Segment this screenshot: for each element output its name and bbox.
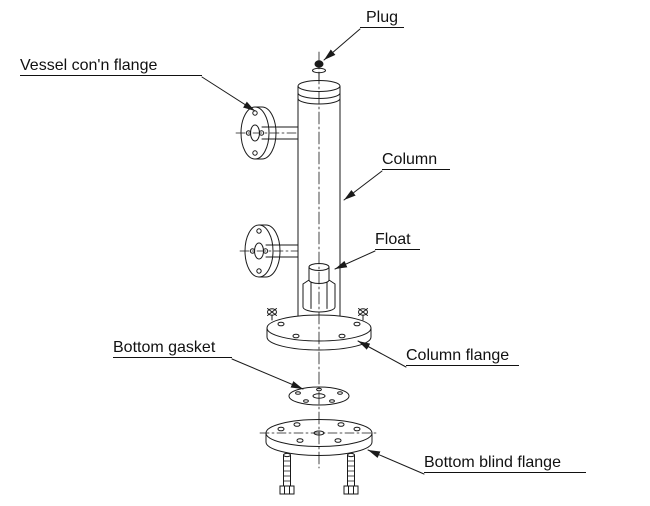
- bolt-shaft-top: [283, 452, 291, 458]
- gasket-outline: [288, 386, 350, 406]
- stud-cross: [358, 308, 368, 321]
- flange-bolt-holes: [277, 422, 361, 443]
- flange-bolt-holes: [245, 110, 265, 156]
- stud-cross: [267, 308, 277, 321]
- float-body: [302, 266, 336, 313]
- bolt-threads: [283, 460, 291, 482]
- vessel-flange-upper: [235, 106, 299, 160]
- column-outline: [297, 85, 341, 317]
- plug-shape: [312, 60, 326, 81]
- leader-vessel-conn-flange: [201, 76, 256, 112]
- flange-thickness: [265, 432, 373, 456]
- label-plug: Plug: [360, 8, 404, 28]
- label-vessel-conn-flange: Vessel con'n flange: [20, 56, 202, 76]
- gasket-bolt-holes: [295, 387, 343, 403]
- flange-center-hole: [313, 430, 325, 436]
- bolt-shaft-top: [347, 452, 355, 458]
- flange-bolt-holes: [277, 321, 361, 339]
- leader-float: [334, 250, 376, 270]
- label-bottom-gasket: Bottom gasket: [113, 338, 232, 358]
- flange-bolt-holes: [249, 228, 269, 274]
- bolt-threads: [347, 460, 355, 482]
- label-bottom-blind-flange: Bottom blind flange: [424, 453, 586, 473]
- gasket-center-hole: [312, 393, 326, 399]
- flange-stud-left: [267, 308, 277, 321]
- label-float: Float: [375, 230, 420, 250]
- leader-bottom-gasket: [231, 358, 304, 390]
- leader-lines: [201, 28, 425, 475]
- flange-rim-and-stub: [254, 106, 299, 160]
- bolt-right: [343, 452, 359, 495]
- bolt-head: [279, 485, 295, 495]
- label-column-flange: Column flange: [406, 346, 519, 366]
- plug-head: [314, 60, 324, 68]
- flange-rim-and-stub: [258, 224, 299, 278]
- leader-bottom-blind-flange: [367, 449, 425, 475]
- leader-plug: [323, 28, 361, 61]
- bottom-gasket-shape: [288, 386, 350, 406]
- label-column: Column: [382, 150, 450, 170]
- bottom-blind-flange-shape: [259, 419, 379, 456]
- float-shape: [302, 263, 336, 313]
- leader-column-flange: [357, 340, 407, 368]
- bolt-head: [343, 485, 359, 495]
- vessel-flange-lower: [239, 224, 299, 278]
- flange-stud-right: [358, 308, 368, 321]
- bolt-left: [279, 452, 295, 495]
- leader-column: [343, 170, 383, 201]
